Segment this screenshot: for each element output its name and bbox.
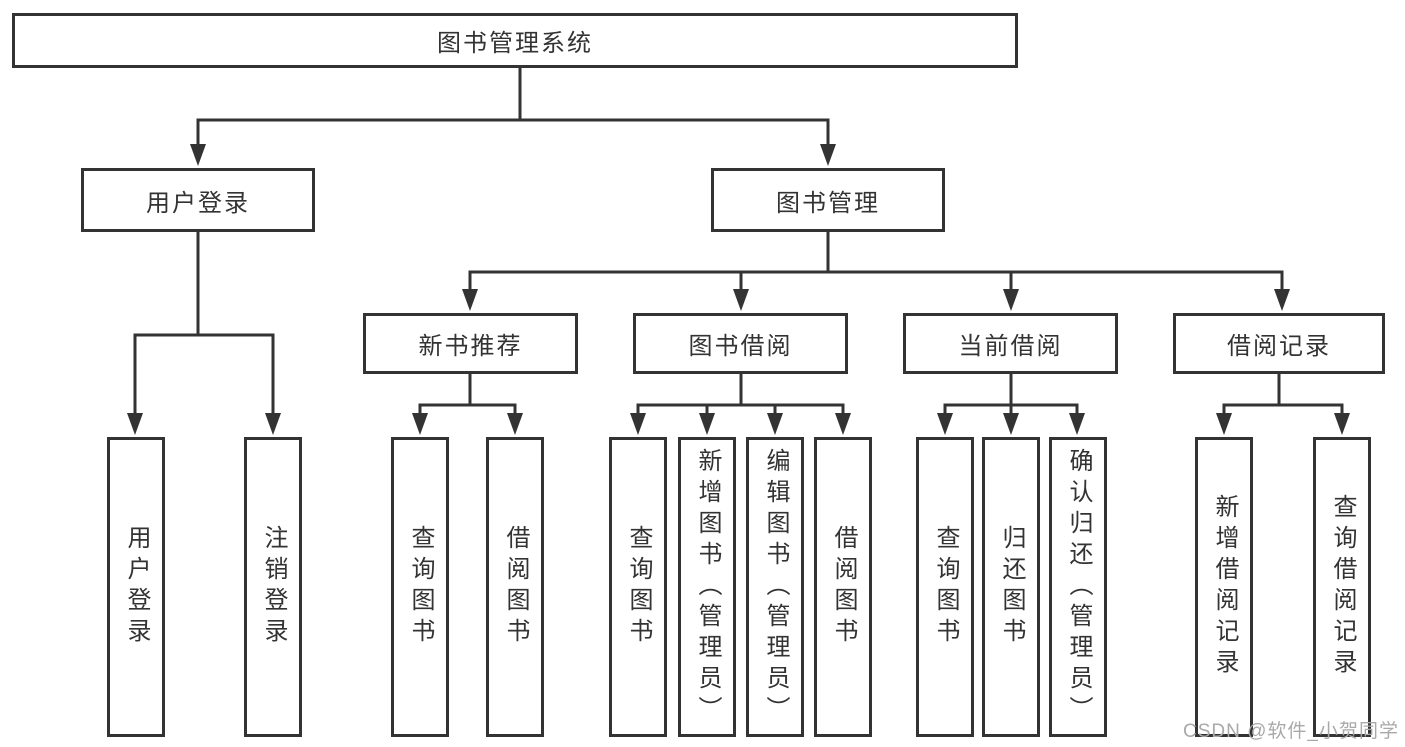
node-book-borrow-label: 图书借阅 xyxy=(688,333,793,360)
node-current-borrow: 当前借阅 xyxy=(903,313,1118,374)
connector-line xyxy=(636,372,845,417)
connector-line xyxy=(133,230,275,417)
arrow-down-icon xyxy=(733,289,749,311)
node-user-login-label: 用户登录 xyxy=(146,189,250,217)
leaf-query-book-borrow: 查询图书 xyxy=(609,437,667,737)
arrow-down-icon xyxy=(1274,289,1290,311)
arrow-down-icon xyxy=(820,144,836,166)
leaf-edit-book-admin-label: 编辑图书（管理员） xyxy=(762,447,789,727)
csdn-watermark: CSDN @软件_小贺同学 xyxy=(1183,721,1399,742)
leaf-edit-book-admin: 编辑图书（管理员） xyxy=(746,437,804,737)
connector-line xyxy=(468,230,1284,293)
arrow-down-icon xyxy=(190,144,206,166)
leaf-query-borrow-record: 查询借阅记录 xyxy=(1313,437,1371,737)
leaf-add-book-admin: 新增图书（管理员） xyxy=(678,437,736,737)
node-borrow-records: 借阅记录 xyxy=(1173,313,1385,374)
connector-root-to-level2 xyxy=(190,66,836,166)
arrow-down-icon xyxy=(412,413,428,435)
leaf-return-book-label: 归还图书 xyxy=(998,525,1025,649)
arrow-down-icon xyxy=(127,413,143,435)
connector-line xyxy=(1222,372,1344,417)
arrow-down-icon xyxy=(1003,289,1019,311)
node-user-login: 用户登录 xyxy=(81,168,315,232)
arrow-down-icon xyxy=(937,413,953,435)
connector-user-login-to-leaves xyxy=(127,230,281,435)
arrow-down-icon xyxy=(462,289,478,311)
connector-line xyxy=(196,66,830,148)
leaf-query-book-newbook: 查询图书 xyxy=(391,437,449,737)
leaf-borrow-book-borrow-label: 借阅图书 xyxy=(830,525,857,649)
connector-borrow-records-to-leaves xyxy=(1216,372,1350,435)
leaf-add-borrow-record-label: 新增借阅记录 xyxy=(1211,494,1238,680)
node-new-book-recommend-label: 新书推荐 xyxy=(418,333,523,360)
arrow-down-icon xyxy=(1069,413,1085,435)
leaf-borrow-book-newbook-label: 借阅图书 xyxy=(502,525,529,649)
node-new-book-recommend: 新书推荐 xyxy=(363,313,578,374)
node-current-borrow-label: 当前借阅 xyxy=(958,333,1063,360)
arrow-down-icon xyxy=(1003,413,1019,435)
node-book-management-label: 图书管理 xyxy=(776,189,880,217)
leaf-user-login: 用户登录 xyxy=(107,437,165,737)
leaf-confirm-return-admin-label: 确认归还（管理员） xyxy=(1065,447,1092,727)
connector-book-borrow-to-leaves xyxy=(630,372,851,435)
leaf-query-book-newbook-label: 查询图书 xyxy=(407,525,434,649)
arrow-down-icon xyxy=(835,413,851,435)
arrow-down-icon xyxy=(507,413,523,435)
arrow-down-icon xyxy=(630,413,646,435)
node-borrow-records-label: 借阅记录 xyxy=(1227,333,1331,360)
connector-line xyxy=(943,372,1079,417)
arrow-down-icon xyxy=(767,413,783,435)
leaf-query-book-borrow-label: 查询图书 xyxy=(625,525,652,649)
leaf-return-book: 归还图书 xyxy=(982,437,1040,737)
leaf-add-borrow-record: 新增借阅记录 xyxy=(1195,437,1253,737)
leaf-user-login-label: 用户登录 xyxy=(123,525,150,649)
arrow-down-icon xyxy=(699,413,715,435)
leaf-add-book-admin-label: 新增图书（管理员） xyxy=(694,447,721,727)
node-book-borrow: 图书借阅 xyxy=(633,313,848,374)
leaf-borrow-book-newbook: 借阅图书 xyxy=(486,437,544,737)
connector-book-management-to-level3 xyxy=(462,230,1290,311)
connector-line xyxy=(418,372,517,417)
leaf-logout-label: 注销登录 xyxy=(260,525,287,649)
node-library-management-system: 图书管理系统 xyxy=(12,13,1018,68)
connector-new-book-recommend-to-leaves xyxy=(412,372,523,435)
leaf-query-book-current-label: 查询图书 xyxy=(932,525,959,649)
leaf-borrow-book-borrow: 借阅图书 xyxy=(814,437,872,737)
leaf-confirm-return-admin: 确认归还（管理员） xyxy=(1049,437,1107,737)
arrow-down-icon xyxy=(1334,413,1350,435)
leaf-query-borrow-record-label: 查询借阅记录 xyxy=(1329,494,1356,680)
connector-current-borrow-to-leaves xyxy=(937,372,1085,435)
node-book-management: 图书管理 xyxy=(711,168,945,232)
arrow-down-icon xyxy=(1216,413,1232,435)
leaf-logout: 注销登录 xyxy=(244,437,302,737)
leaf-query-book-current: 查询图书 xyxy=(916,437,974,737)
arrow-down-icon xyxy=(265,413,281,435)
node-library-management-system-label: 图书管理系统 xyxy=(437,30,593,57)
